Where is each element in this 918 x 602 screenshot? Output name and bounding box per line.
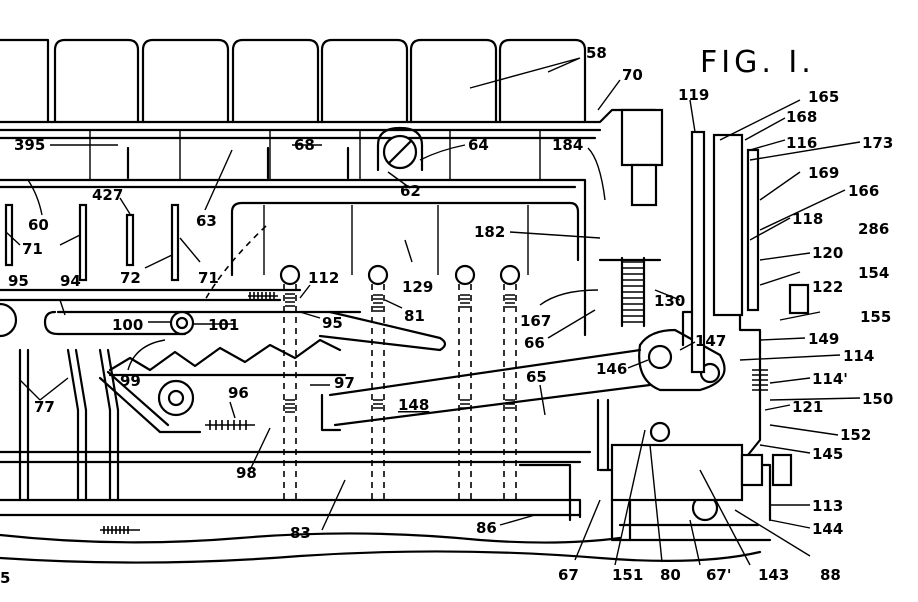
label-88: 88 [820,566,841,584]
figure-title: FIG. I. [700,45,815,80]
label-71-right: 71 [198,269,219,287]
label-118: 118 [792,210,823,228]
label-184: 184 [552,136,583,154]
label-114: 114 [843,347,874,365]
label-67-prime: 67' [706,566,731,584]
label-72: 72 [120,269,141,287]
label-395: 395 [14,136,45,154]
label-145: 145 [812,445,843,463]
label-182: 182 [474,223,505,241]
ratchet-96 [108,338,347,377]
label-65: 65 [526,368,547,386]
right-assembly [596,108,810,542]
label-63: 63 [196,212,217,230]
spring-130 [620,256,646,328]
label-146: 146 [596,360,627,378]
label-101: 101 [208,316,239,334]
top-key-blocks [0,38,657,124]
label-98: 98 [236,464,257,482]
label-114-prime: 114' [812,370,848,388]
label-121: 121 [792,398,823,416]
springs-81 [248,264,521,500]
label-168: 168 [786,108,817,126]
label-66: 66 [524,334,545,352]
label-143: 143 [758,566,789,584]
label-97: 97 [334,374,355,392]
label-169: 169 [808,164,839,182]
label-70: 70 [622,66,643,84]
leader-lines [5,57,861,566]
cam-99 [98,370,255,434]
label-112: 112 [308,269,339,287]
label-152: 152 [840,426,871,444]
label-122: 122 [812,278,843,296]
label-120: 120 [812,244,843,262]
label-71-left: 71 [22,240,43,258]
label-58: 58 [586,44,607,62]
label-77: 77 [34,398,55,416]
screw-64 [376,126,424,172]
label-68: 68 [294,136,315,154]
label-147: 147 [695,332,726,350]
label-60: 60 [28,216,49,234]
base-rails [0,450,762,564]
bars-77 [18,348,120,502]
label-5: 5 [0,569,10,587]
main-plate [204,201,580,301]
label-94: 94 [60,272,81,290]
label-130: 130 [654,292,685,310]
label-173: 173 [862,134,893,152]
label-95-left: 95 [8,272,29,290]
label-67: 67 [558,566,579,584]
label-286: 286 [858,220,889,238]
label-150: 150 [862,390,893,408]
reference-labels: 58 70 119 165 168 116 173 169 166 118 28… [0,44,893,587]
label-64: 64 [468,136,489,154]
label-144: 144 [812,520,843,538]
label-113: 113 [812,497,843,515]
top-frame-rail [0,128,602,337]
slider-bar [0,288,447,352]
label-129: 129 [402,278,433,296]
label-80: 80 [660,566,681,584]
label-96: 96 [228,384,249,402]
label-86: 86 [476,519,497,537]
label-119: 119 [678,86,709,104]
label-83: 83 [290,524,311,542]
label-151: 151 [612,566,643,584]
lever-148 [320,348,652,432]
label-116: 116 [786,134,817,152]
label-155: 155 [860,308,891,326]
label-427: 427 [92,186,123,204]
label-166: 166 [848,182,879,200]
label-62: 62 [400,182,421,200]
label-154: 154 [858,264,889,282]
label-95-right: 95 [322,314,343,332]
label-100: 100 [112,316,143,334]
label-149: 149 [808,330,839,348]
label-99: 99 [120,372,141,390]
label-167: 167 [520,312,551,330]
label-148: 148 [398,396,429,414]
label-165: 165 [808,88,839,106]
label-81: 81 [404,307,425,325]
